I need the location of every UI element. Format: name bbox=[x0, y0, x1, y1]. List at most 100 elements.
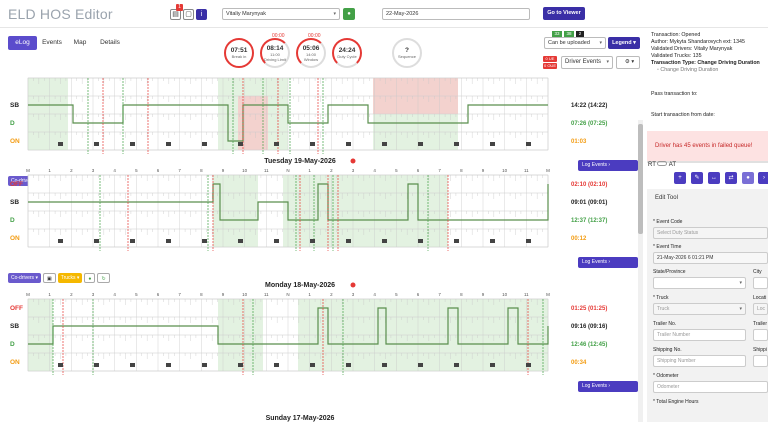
refresh-icon[interactable]: ↻ bbox=[97, 273, 110, 283]
truck-icon bbox=[310, 239, 315, 243]
truck-icon bbox=[310, 363, 315, 367]
truck-icon bbox=[130, 142, 135, 146]
status-label: SB bbox=[10, 199, 19, 206]
truck-icon bbox=[202, 239, 207, 243]
info-icon[interactable]: i bbox=[196, 9, 207, 20]
tab-elog[interactable]: eLog bbox=[8, 36, 37, 50]
driver-select[interactable]: Vitaliy Marynyak▾ bbox=[222, 8, 340, 20]
status-total: 01:25 (01:25) bbox=[571, 306, 607, 312]
trailer2-label: Trailer bbox=[753, 321, 767, 327]
at-label: AT bbox=[668, 162, 677, 168]
toggle-icon bbox=[657, 161, 668, 166]
duty-cycle-value: 24:24 bbox=[338, 47, 356, 54]
scrollbar-track[interactable] bbox=[638, 120, 643, 422]
truck-value: Truck bbox=[657, 306, 670, 312]
change-duration-checkbox[interactable]: ▫ Change Driving Duration bbox=[651, 67, 768, 74]
truck-icon bbox=[274, 142, 279, 146]
truck-icon bbox=[382, 363, 387, 367]
status-label: D bbox=[10, 341, 15, 348]
truck-icon bbox=[454, 239, 459, 243]
co-drivers-button[interactable]: Co-drivers ▾ bbox=[8, 176, 41, 186]
codriver-toolbar[interactable]: Co-drivers ▾▣Trucks ▾●↻ bbox=[8, 273, 138, 285]
trailer-field[interactable]: Trailer Number bbox=[653, 329, 746, 341]
log-events-button[interactable]: Log Events › bbox=[578, 257, 638, 268]
co-drivers-button[interactable]: Co-drivers ▾ bbox=[8, 273, 41, 283]
status-label: OFF bbox=[10, 305, 23, 312]
trucks-button[interactable]: Trucks ▾ bbox=[57, 273, 83, 283]
scrollbar-thumb[interactable] bbox=[638, 124, 643, 234]
event-code-select[interactable]: Select Duty Status bbox=[653, 227, 768, 239]
add-icon[interactable]: + bbox=[674, 172, 686, 184]
ue-badge: 0 UE bbox=[543, 56, 557, 62]
hour-label: 10 bbox=[242, 292, 248, 297]
date-field[interactable]: 22-May-2026 bbox=[382, 8, 530, 20]
trailer2-field[interactable] bbox=[753, 329, 768, 341]
status-total: 02:10 (02:10) bbox=[571, 182, 607, 188]
tab-map[interactable]: Map bbox=[73, 39, 87, 46]
hour-label: M bbox=[546, 292, 550, 297]
hour-label: 6 bbox=[157, 292, 160, 297]
duty-status-line bbox=[28, 307, 549, 345]
truck-view-icon[interactable]: ▣ bbox=[42, 273, 56, 283]
chevron-down-icon: ▾ bbox=[333, 11, 336, 17]
event-time-label: * Event Time bbox=[653, 244, 682, 250]
truck-icon bbox=[382, 239, 387, 243]
legend-button[interactable]: Legend ▾ bbox=[608, 37, 640, 49]
duty-status-line bbox=[28, 104, 548, 142]
location-field[interactable]: Loc bbox=[753, 303, 768, 315]
hour-label: 2 bbox=[330, 292, 333, 297]
gear-icon: ⚙ bbox=[624, 59, 630, 65]
truck-icon bbox=[94, 142, 99, 146]
log-events-button[interactable]: Log Events › bbox=[578, 257, 638, 269]
shipping-field[interactable]: Shipping Number bbox=[653, 355, 746, 367]
odometer-field[interactable]: Odometer bbox=[653, 381, 768, 393]
truck-icon bbox=[58, 363, 63, 367]
go-to-viewer-button[interactable]: Go to Viewer bbox=[543, 7, 585, 20]
user-tool-icon[interactable]: ● bbox=[742, 172, 754, 184]
hour-label: 3 bbox=[92, 168, 95, 173]
log-events-button[interactable]: Log Events › bbox=[578, 381, 638, 392]
hour-label: 10 bbox=[242, 168, 248, 173]
edit-icon[interactable]: ✎ bbox=[691, 172, 703, 184]
hour-label: M bbox=[26, 292, 30, 297]
shipping2-field[interactable] bbox=[753, 355, 768, 367]
window-sub: 14:00 bbox=[305, 52, 316, 57]
report-icon[interactable]: ▤ bbox=[170, 9, 181, 20]
count-uploaded: 33 bbox=[552, 31, 562, 37]
edit-tool-form: Edit Tool * Event Code Select Duty Statu… bbox=[647, 189, 768, 422]
split-icon[interactable]: ↔ bbox=[708, 172, 720, 184]
hour-label: 5 bbox=[395, 168, 398, 173]
driving-sub: 11:00 bbox=[270, 52, 280, 57]
more-icon[interactable]: › bbox=[758, 172, 768, 184]
log-events-button[interactable]: Log Events › bbox=[578, 160, 638, 172]
start-from-label: Start transaction from date: bbox=[651, 112, 715, 118]
truck-icon bbox=[454, 363, 459, 367]
swap-icon[interactable]: ⇄ bbox=[725, 172, 737, 184]
day-title: Monday 18-May-2026 bbox=[265, 282, 335, 289]
truck-icon bbox=[382, 142, 387, 146]
settings-dropdown[interactable]: ⚙ ▾ bbox=[616, 56, 640, 69]
window-top: 00:00 bbox=[308, 33, 321, 39]
window-icon[interactable]: ▢ bbox=[183, 9, 194, 20]
tab-events[interactable]: Events bbox=[42, 39, 62, 46]
log-events-button[interactable]: Log Events › bbox=[578, 160, 638, 171]
state-select[interactable]: ▾ bbox=[653, 277, 746, 289]
transaction-info: Transaction: Opened Author: Mykyta Shand… bbox=[651, 32, 768, 74]
log-events-button[interactable]: Log Events › bbox=[578, 381, 638, 393]
hour-label: 10 bbox=[502, 168, 508, 173]
city-field[interactable] bbox=[753, 277, 768, 289]
driver-events-select[interactable]: Driver Events▾ bbox=[561, 56, 613, 69]
truck-select[interactable]: Truck▾ bbox=[653, 303, 746, 315]
tab-details[interactable]: Details bbox=[100, 39, 120, 46]
event-time-field[interactable]: 21-May-2026 6 01:21 PM bbox=[653, 252, 768, 264]
location-label: Locati bbox=[753, 295, 767, 301]
truck-icon bbox=[166, 142, 171, 146]
map-pin-icon[interactable]: ● bbox=[84, 273, 96, 283]
status-label: ON bbox=[10, 138, 20, 145]
status-total: 00:12 bbox=[571, 236, 587, 242]
rt-toggle[interactable]: RT AT bbox=[648, 161, 676, 168]
hour-label: 7 bbox=[438, 168, 441, 173]
user-icon[interactable]: ● bbox=[343, 8, 355, 20]
upload-status-select[interactable]: Can be uploaded▾ bbox=[544, 37, 606, 49]
